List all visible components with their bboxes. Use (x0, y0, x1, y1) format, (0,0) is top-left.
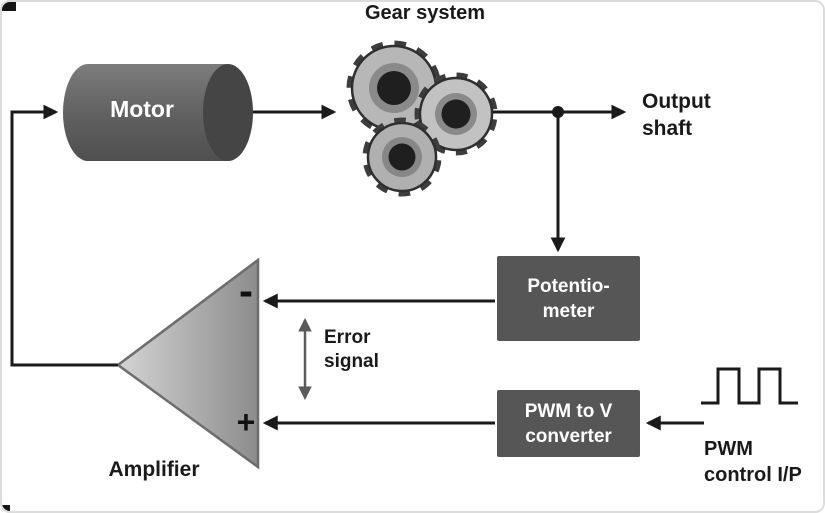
gear-right (414, 72, 498, 156)
amplifier-label: Amplifier (108, 458, 200, 481)
crop-artifact-top-left (2, 2, 16, 11)
gear-system-label: Gear system (364, 2, 486, 24)
pwm-converter-label: PWM to V converter (524, 400, 613, 447)
crop-artifact-bottom-left (2, 505, 10, 511)
amplifier-minus-input: - (239, 267, 253, 314)
gears-to-output-arrow (490, 104, 627, 120)
gear-system-icon (346, 40, 498, 197)
pwm-converter-box: PWM to V converter (497, 390, 640, 457)
junction-dot (552, 106, 564, 118)
output-shaft-label: Output shaft (642, 90, 711, 140)
error-signal-label: Error signal (324, 327, 379, 372)
potentiometer-label: Potentio- meter (527, 275, 610, 322)
potentiometer-box: Potentio- meter (497, 256, 640, 341)
gear-bottom (362, 117, 442, 197)
motor-label: Motor (110, 96, 174, 122)
amplifier-plus-input: + (236, 404, 256, 440)
motor-shape (63, 64, 253, 161)
feedback-line (10, 104, 118, 367)
amplifier-triangle (115, 257, 260, 470)
pwm-waveform-icon (701, 367, 798, 405)
pwm-control-input-label: PWM control I/P (704, 438, 802, 486)
